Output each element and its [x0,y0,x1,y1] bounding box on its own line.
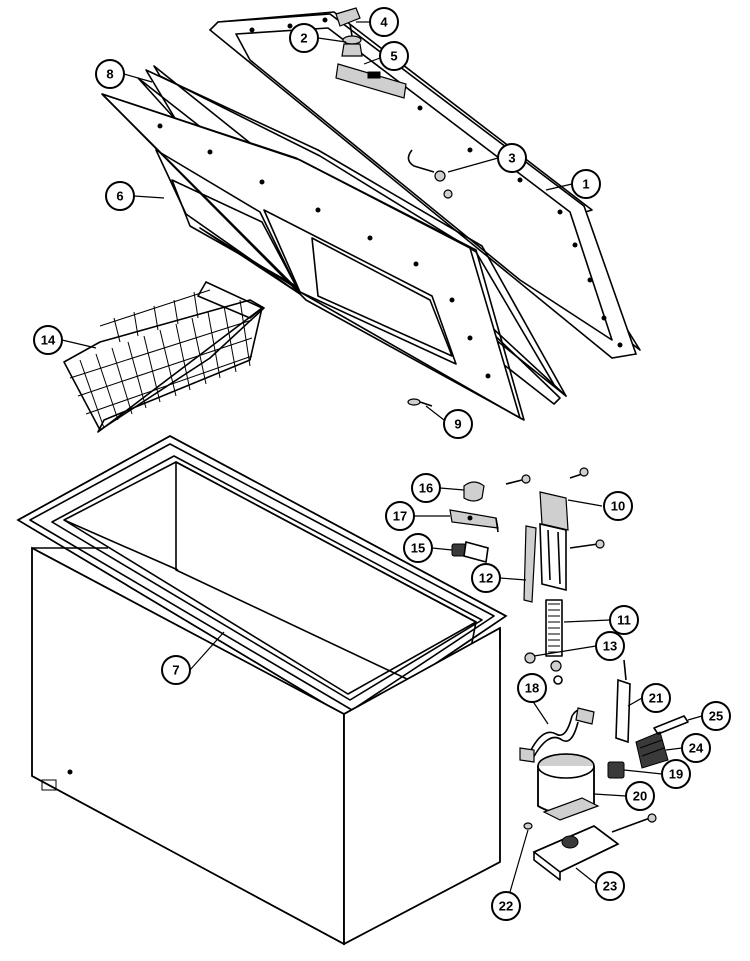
callout-7: 7 [161,655,191,685]
leader-7 [189,631,225,671]
part-relay [635,731,669,769]
leader-20 [593,793,627,797]
part-relay-cover [607,761,625,779]
leader-24 [665,747,683,751]
callout-5: 5 [379,41,409,71]
leader-5 [363,57,381,65]
part-latch [407,149,453,199]
callout-22: 22 [491,891,521,921]
leader-19 [623,769,663,775]
leader-21 [627,697,643,707]
part-wire-basket [63,281,265,433]
callout-12: 12 [471,563,501,593]
leader-2 [317,37,347,43]
leader-lines [61,21,703,893]
leader-22 [509,829,529,893]
callout-6-label: 6 [116,189,123,204]
part-thermostat-bracket [449,474,531,533]
callout-6: 6 [105,181,135,211]
part-lock-key [335,7,363,57]
leader-23 [575,867,597,885]
callout-12-label: 12 [479,571,493,586]
part-compressor-base [532,813,657,881]
callout-4: 4 [369,7,399,37]
part-relay-clip [653,715,689,735]
callout-13-label: 13 [603,639,617,654]
part-outer-lid-panel [208,11,641,359]
part-lock-plate [335,63,407,99]
callout-19: 19 [661,759,691,789]
callout-24: 24 [681,733,711,763]
part-wiring-harness [519,707,595,763]
callout-19-label: 19 [669,767,683,782]
callout-23-label: 23 [603,879,617,894]
callout-11-label: 11 [617,613,631,628]
leader-1 [545,183,573,191]
callout-3: 3 [497,143,527,173]
part-inner-door-liner [101,93,525,421]
callout-1: 1 [571,169,601,199]
part-hinge [523,467,605,603]
callout-8-label: 8 [106,67,113,82]
callout-13: 13 [595,631,625,661]
callout-2-label: 2 [300,31,307,46]
callout-9: 9 [443,409,473,439]
callout-2: 2 [289,23,319,53]
callout-16: 16 [411,473,441,503]
leader-6 [133,195,165,199]
leader-11 [563,619,611,623]
callout-10: 10 [603,491,633,521]
callout-15: 15 [403,533,433,563]
part-grommet [523,822,533,830]
callout-3-label: 3 [508,151,515,166]
part-overload-protector [615,659,631,744]
leader-14 [61,339,97,349]
leader-13 [533,645,597,657]
leader-18 [531,699,549,725]
callout-25: 25 [701,701,731,731]
callout-7-label: 7 [172,663,179,678]
callout-18-label: 18 [525,681,539,696]
callout-21-label: 21 [649,691,663,706]
callout-8: 8 [95,59,125,89]
leader-12 [499,577,527,581]
callout-10-label: 10 [611,499,625,514]
callout-24-label: 24 [689,741,704,756]
leader-10 [567,499,603,507]
leader-9 [425,405,445,421]
callout-14-label: 14 [41,333,56,348]
callout-15-label: 15 [411,541,425,556]
part-hinge-spring [545,599,563,657]
leader-3 [447,157,499,173]
part-switch [451,540,489,564]
part-compressor [537,753,600,821]
callout-20: 20 [625,781,655,811]
callout-17-label: 17 [393,509,407,524]
callout-22-label: 22 [499,899,513,914]
leader-25 [687,715,703,721]
leader-15 [431,547,453,551]
callout-1-label: 1 [582,177,589,192]
callout-9-label: 9 [454,417,461,432]
callout-18: 18 [517,673,547,703]
part-screw [407,398,433,407]
callout-14: 14 [33,325,63,355]
callout-23: 23 [595,871,625,901]
callout-16-label: 16 [419,481,433,496]
callout-25-label: 25 [709,709,723,724]
leader-8 [123,73,153,83]
part-hinge-nuts [524,652,563,685]
callout-4-label: 4 [380,15,388,30]
callout-5-label: 5 [390,49,397,64]
callout-11: 11 [609,605,639,635]
part-cabinet [16,435,508,946]
leader-16 [439,487,465,491]
part-thermostat-knob [463,481,485,502]
callout-20-label: 20 [633,789,647,804]
callout-17: 17 [385,501,415,531]
callout-21: 21 [641,683,671,713]
